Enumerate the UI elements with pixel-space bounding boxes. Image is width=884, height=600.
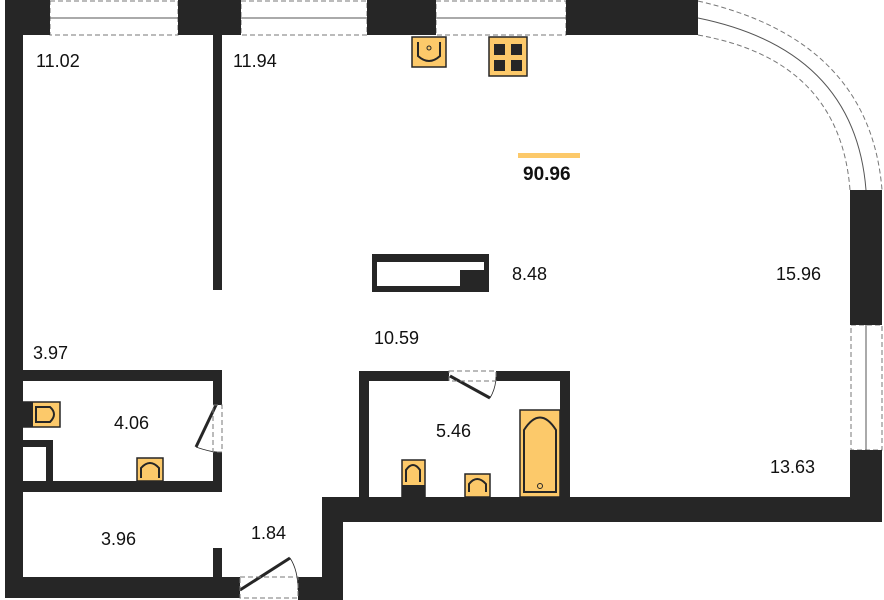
kitchen-sink-icon (411, 36, 447, 68)
bathroom-toilet-icon (401, 459, 426, 498)
room-area-label: 3.97 (33, 343, 68, 363)
room-area-label: 11.94 (233, 51, 277, 71)
bathtub-icon (519, 409, 561, 498)
total-area-label: 90.96 (523, 164, 571, 185)
total-area-bar (518, 153, 580, 158)
windows (49, 0, 883, 451)
bathroom-sink-icon (464, 473, 491, 498)
room-area-label: 8.48 (512, 264, 547, 284)
room-area-label: 4.06 (114, 413, 149, 433)
room-area-label: 3.96 (101, 529, 136, 549)
toilet-icon (22, 401, 61, 428)
room-area-label: 13.63 (770, 457, 815, 477)
washbasin-icon (136, 457, 164, 482)
room-area-label: 10.59 (374, 328, 419, 348)
doors (194, 370, 497, 599)
room-area-label: 15.96 (776, 264, 821, 284)
room-area-label: 11.02 (36, 51, 80, 71)
walls (5, 0, 882, 600)
room-area-label: 5.46 (436, 421, 471, 441)
stove-icon (488, 36, 528, 77)
room-area-label: 1.84 (251, 523, 286, 543)
